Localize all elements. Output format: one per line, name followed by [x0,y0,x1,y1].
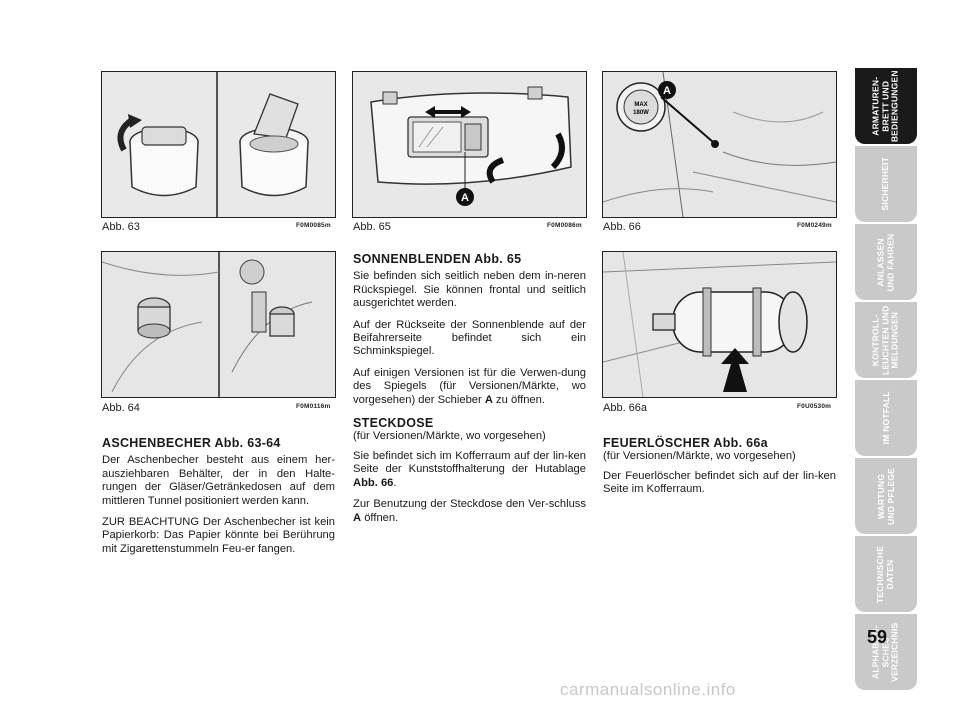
marker-a-circle [456,188,474,206]
fire-extinguisher-illustration [603,252,836,397]
tab-im-notfall[interactable]: IM NOTFALL [855,380,917,456]
extinguisher-sub: (für Versionen/Märkte, wo vorgesehen) [603,450,796,463]
ashtray-illustration [102,72,335,217]
figure-abb66: MAX 180W A [602,71,837,218]
code-abb63: F0M0085m [296,222,331,229]
code-abb66: F0M0249m [797,222,832,229]
tunnel-cupholder-illustration [102,252,335,397]
socket-watt-text: 180W [633,110,649,116]
figure-abb66a [602,251,837,398]
marker-a-label: A [663,85,671,97]
socket-max-text: MAX [634,102,647,108]
socket-p2: Zur Benutzung der Steckdose den Ver-schl… [353,498,586,524]
marker-a-label: A [461,192,469,204]
tab-technische-daten[interactable]: TECHNISCHE DATEN [855,536,917,612]
socket-p1: Sie befindet sich im Kofferraum auf der … [353,449,586,489]
heading-socket: STECKDOSE [353,416,434,431]
code-abb64: F0M0116m [296,403,331,410]
code-abb65: F0M0086m [547,222,582,229]
caption-abb66a: Abb. 66a [603,402,648,414]
column-ashtray: ASCHENBECHER Abb. 63-64 Der Aschenbecher… [102,436,335,564]
heading-extinguisher: FEUERLÖSCHER Abb. 66a [603,436,768,450]
socket-illustration: MAX 180W A [603,72,836,217]
tab-armaturenbrett[interactable]: ARMATUREN- BRETT UND BEDIENGUNGEN [855,68,917,144]
marker-a-circle [658,81,676,99]
caption-abb64: Abb. 64 [102,402,140,414]
caption-abb63: Abb. 63 [102,221,140,233]
ashtray-description: Der Aschenbecher besteht aus einem her-a… [102,454,335,507]
socket-sub: (für Versionen/Märkte, wo vorgesehen) [353,430,546,443]
column-sunvisor: SONNENBLENDEN Abb. 65 Sie befinden sich … [353,252,586,533]
tab-sicherheit[interactable]: SICHERHEIT [855,146,917,222]
sun-visor-illustration: A [353,72,586,217]
code-abb66a: F0U0530m [797,403,832,410]
caption-abb66: Abb. 66 [603,221,641,233]
heading-sunvisor: SONNENBLENDEN Abb. 65 [353,252,522,266]
tab-anlassen[interactable]: ANLASSEN UND FAHREN [855,224,917,300]
ashtray-warning: ZUR BEACHTUNG Der Aschenbecher ist kein … [102,516,335,555]
tab-kontrollleuchten[interactable]: KONTROLL- LEUCHTEN UND MELDUNGEN [855,302,917,378]
tab-verzeichnis[interactable]: ALPHABETI- SCHES VERZEICHNIS [855,614,917,690]
tab-wartung[interactable]: WARTUNG UND PFLEGE [855,458,917,534]
figure-abb63 [101,71,336,218]
caption-abb65: Abb. 65 [353,221,391,233]
extinguisher-p1: Der Feuerlöscher befindet sich auf der l… [603,469,836,496]
heading-ashtray: ASCHENBECHER Abb. 63-64 [102,436,281,450]
watermark: carmanualsonline.info [560,680,736,699]
sunvisor-p1: Sie befinden sich seitlich neben dem in-… [353,270,586,310]
sunvisor-p2: Auf der Rückseite der Sonnenblende auf d… [353,318,586,358]
figure-abb64 [101,251,336,398]
figure-abb65: A [352,71,587,218]
column-extinguisher: FEUERLÖSCHER Abb. 66a (für Versionen/Mär… [603,436,836,505]
page-number: 59 [866,627,888,647]
sunvisor-p3: Auf einigen Versionen ist für die Verwen… [353,366,586,406]
